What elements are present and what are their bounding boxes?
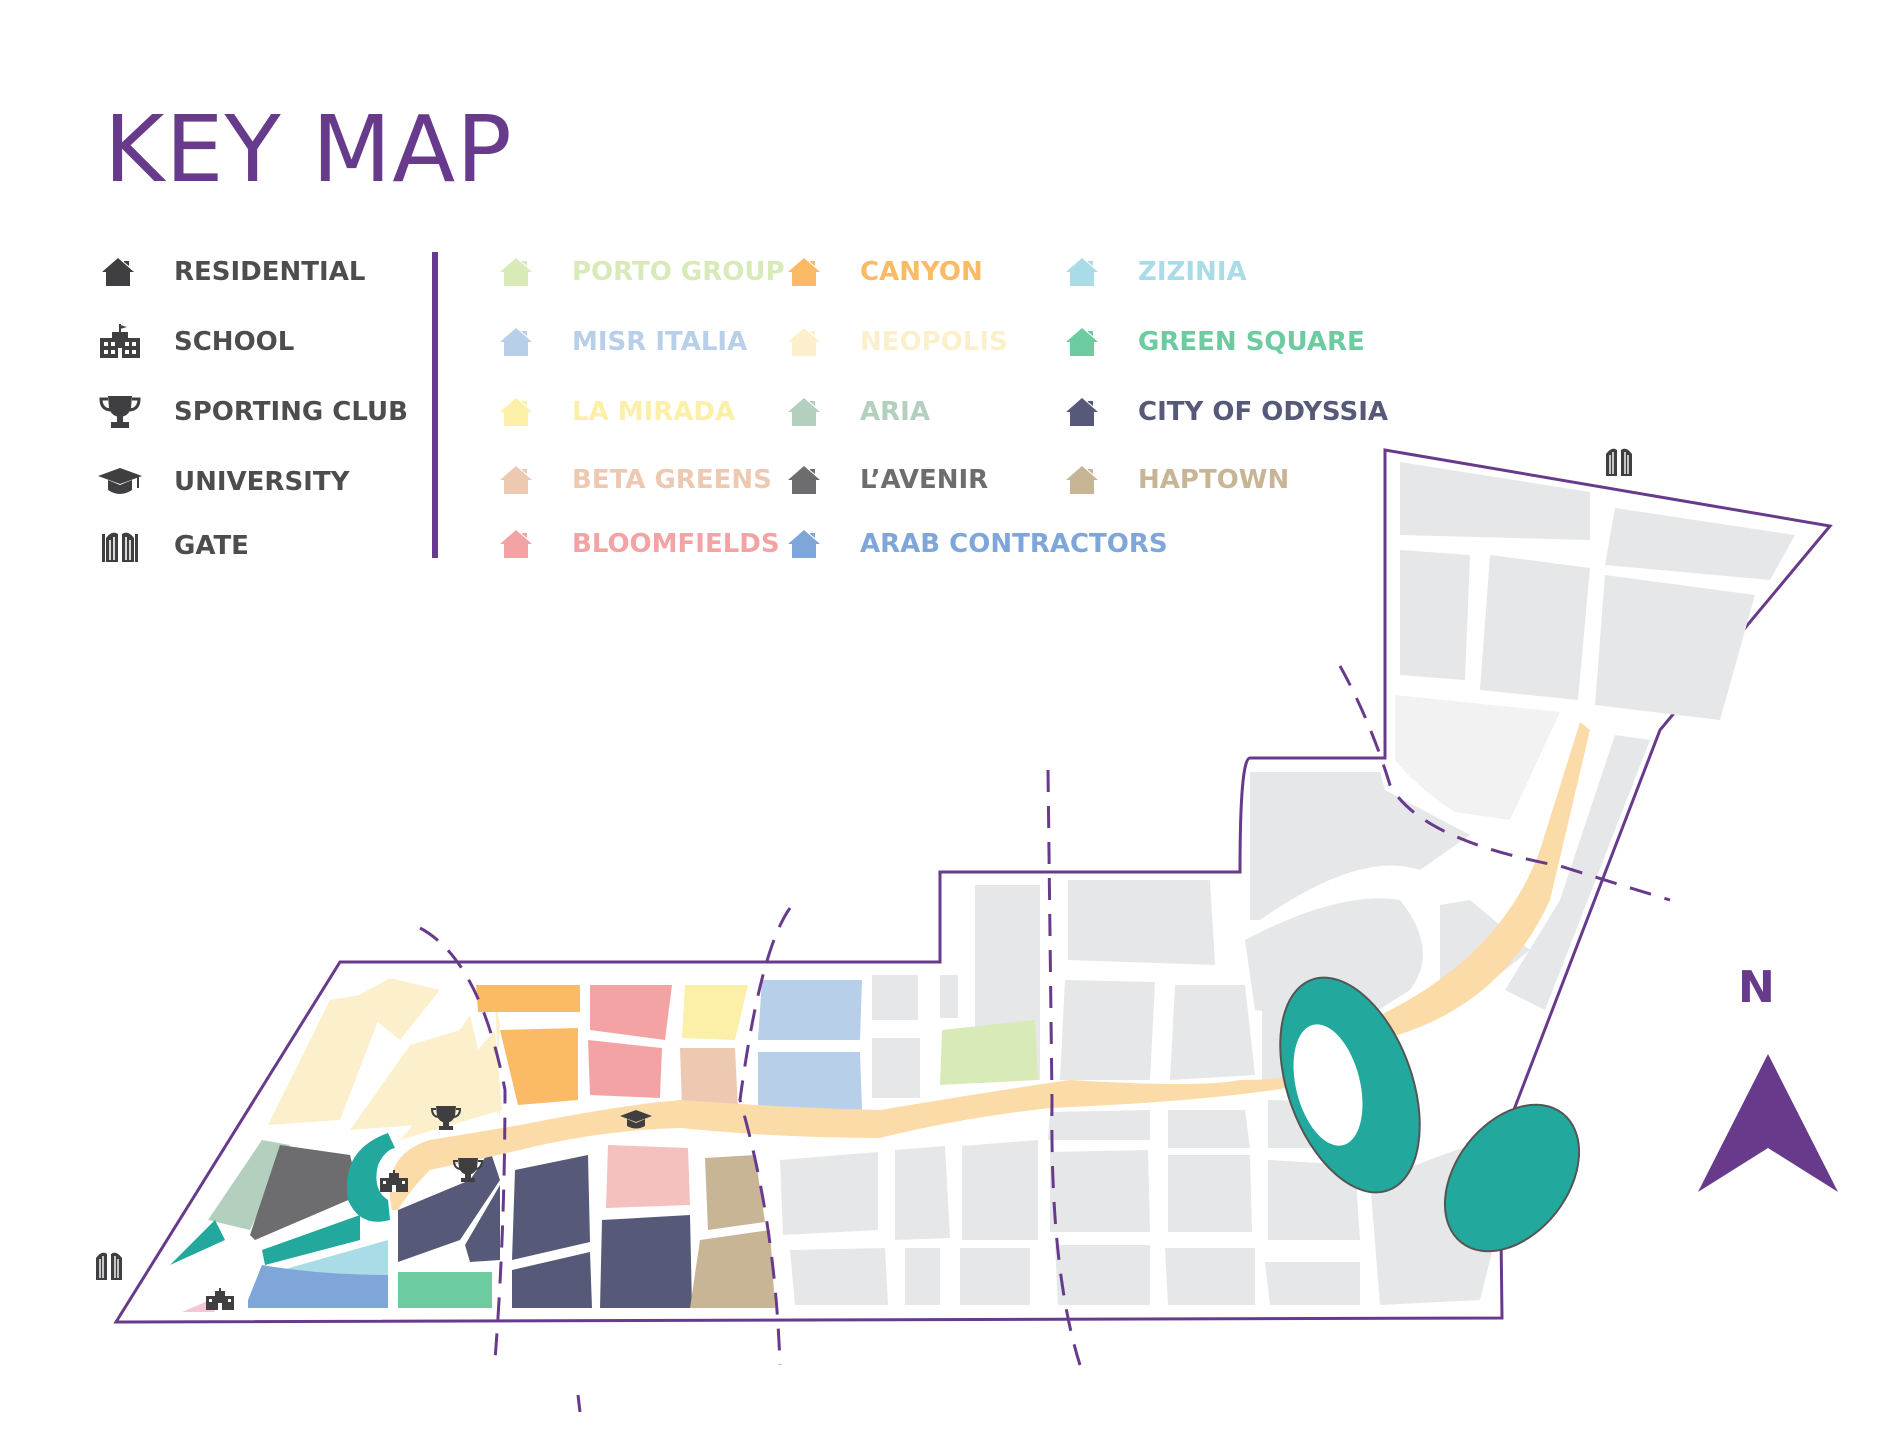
legend-label: CITY OF ODYSSIA — [1138, 397, 1388, 427]
legend-label: ZIZINIA — [1138, 257, 1247, 287]
legend-label: UNIVERSITY — [174, 467, 350, 497]
legend-label: HAPTOWN — [1138, 465, 1290, 495]
gate-icon — [102, 532, 138, 562]
house-icon — [788, 530, 820, 558]
house-icon — [788, 328, 820, 356]
legend-label: NEOPOLIS — [860, 327, 1008, 357]
gate-icon — [96, 1252, 122, 1280]
legend-item-gate: GATE — [98, 526, 249, 566]
legend-divider — [432, 252, 438, 558]
legend-item-canyon: CANYON — [784, 252, 983, 292]
legend-label: BETA GREENS — [572, 465, 772, 495]
legend-label: RESIDENTIAL — [174, 257, 366, 287]
school-icon — [380, 1170, 408, 1192]
west-plaza — [346, 1133, 395, 1222]
legend-item-la-mirada: LA MIRADA — [496, 392, 735, 432]
house-icon — [1066, 258, 1098, 286]
legend-item-university: UNIVERSITY — [98, 462, 349, 502]
legend-item-haptown: HAPTOWN — [1062, 460, 1289, 500]
house-icon — [788, 398, 820, 426]
legend-item-neopolis: NEOPOLIS — [784, 322, 1008, 362]
house-icon — [1066, 466, 1098, 494]
legend-label: GREEN SQUARE — [1138, 327, 1365, 357]
house-icon — [500, 530, 532, 558]
school-icon — [100, 324, 140, 358]
house-icon — [788, 466, 820, 494]
main-boulevard — [389, 722, 1590, 1210]
legend-label: PORTO GROUP — [572, 257, 785, 287]
house-icon — [500, 328, 532, 356]
legend-label: LA MIRADA — [572, 397, 736, 427]
page-title: KEY MAP — [104, 96, 513, 203]
house-icon — [500, 258, 532, 286]
graduation-cap-icon — [620, 1110, 652, 1129]
central-plaza — [1279, 976, 1581, 1253]
graduation-cap-icon — [98, 468, 142, 494]
legend-label: SCHOOL — [174, 327, 295, 357]
north-light-blocks — [1395, 695, 1560, 820]
north-arrow-icon — [1698, 1054, 1838, 1192]
legend-item-zizinia: ZIZINIA — [1062, 252, 1247, 292]
school-icon — [206, 1288, 234, 1310]
legend-label: MISR ITALIA — [572, 327, 748, 357]
legend-item-lavenir: L’AVENIR — [784, 460, 988, 500]
legend-item-bloomfields: BLOOMFIELDS — [496, 524, 780, 564]
house-icon — [500, 466, 532, 494]
legend-item-aria: ARIA — [784, 392, 930, 432]
legend-label: ARAB CONTRACTORS — [860, 529, 1168, 559]
legend-label: GATE — [174, 531, 249, 561]
trophy-icon — [430, 1106, 462, 1130]
north-label: N — [1738, 962, 1775, 1013]
legend-label: CANYON — [860, 257, 983, 287]
gate-icon — [1606, 448, 1632, 476]
phase-lines — [419, 665, 1671, 1413]
trophy-icon — [452, 1158, 484, 1182]
house-icon — [500, 398, 532, 426]
legend-item-beta-greens: BETA GREENS — [496, 460, 772, 500]
legend-item-arab-contractors: ARAB CONTRACTORS — [784, 524, 1168, 564]
house-icon — [1066, 328, 1098, 356]
legend-label: L’AVENIR — [860, 465, 989, 495]
legend-item-city-of-odyssia: CITY OF ODYSSIA — [1062, 392, 1388, 432]
legend-label: SPORTING CLUB — [174, 397, 408, 427]
legend-label: BLOOMFIELDS — [572, 529, 780, 559]
legend-item-sporting-club: SPORTING CLUB — [98, 392, 408, 432]
trophy-icon — [99, 396, 141, 428]
legend-item-green-square: GREEN SQUARE — [1062, 322, 1365, 362]
house-icon — [102, 258, 134, 286]
legend-item-school: SCHOOL — [98, 322, 294, 362]
map-markers — [96, 448, 1632, 1310]
legend-item-residential: RESIDENTIAL — [98, 252, 365, 292]
house-icon — [1066, 398, 1098, 426]
house-icon — [788, 258, 820, 286]
legend-label: ARIA — [860, 397, 930, 427]
legend-item-porto-group: PORTO GROUP — [496, 252, 785, 292]
legend-item-misr-italia: MISR ITALIA — [496, 322, 747, 362]
